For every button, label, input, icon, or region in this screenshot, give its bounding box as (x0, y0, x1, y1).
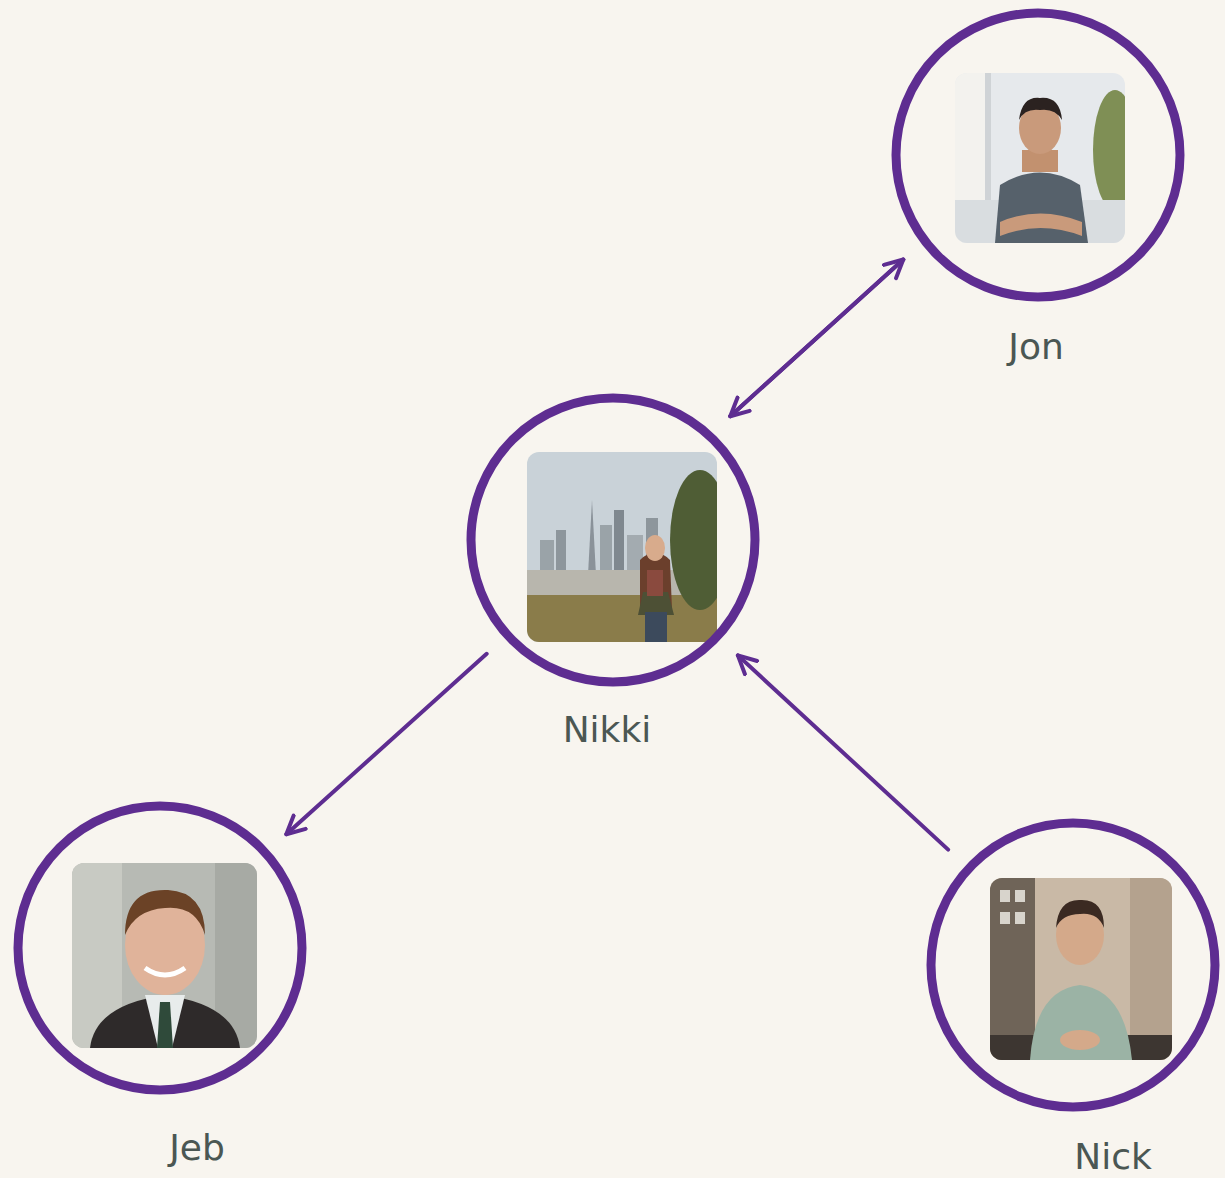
person-name: Jon (1008, 327, 1063, 367)
node-circle (471, 398, 755, 682)
portrait-photo (527, 452, 717, 642)
person-name: Nikki (563, 710, 652, 750)
person-node: Jon (892, 9, 1184, 301)
portrait-photo (72, 863, 257, 1048)
node-ring (14, 802, 306, 1094)
node-circle (18, 806, 302, 1090)
node-circle (931, 823, 1215, 1107)
portrait-photo (955, 73, 1125, 243)
person-name: Jeb (169, 1128, 225, 1168)
person-node: Nikki (467, 394, 759, 686)
node-ring (892, 9, 1184, 301)
arrow-connector (738, 655, 948, 849)
person-node: Nick (927, 819, 1219, 1111)
portrait-photo (990, 878, 1172, 1060)
connector-group (286, 259, 948, 849)
arrow-connector (286, 654, 486, 834)
person-name: Nick (1074, 1137, 1152, 1177)
arrow-connector (730, 259, 903, 416)
node-circle (896, 13, 1180, 297)
node-ring (927, 819, 1219, 1111)
arrow-connector (730, 259, 903, 416)
node-ring (467, 394, 759, 686)
person-node: Jeb (14, 802, 306, 1094)
